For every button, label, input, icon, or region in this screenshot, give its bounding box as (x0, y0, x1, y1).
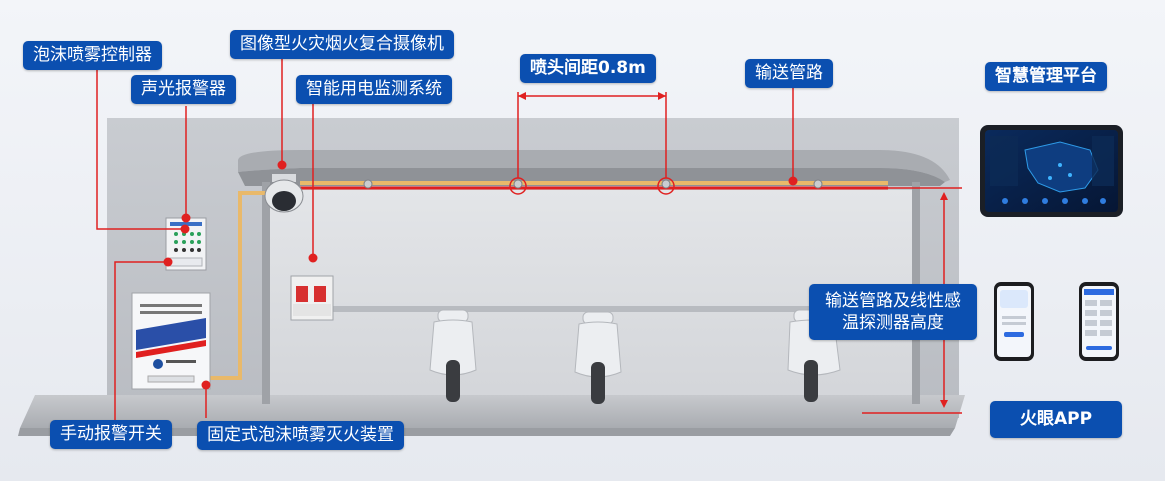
callout-dot (163, 257, 173, 267)
callout-dot (308, 253, 318, 263)
callout-dot (788, 176, 798, 186)
floor (20, 395, 965, 428)
label-camera: 图像型火灾烟火复合摄像机 (230, 30, 454, 59)
callout-dot (180, 224, 190, 234)
scooter-icon (574, 311, 622, 404)
circuit-breaker (290, 275, 334, 321)
canopy-roof (238, 150, 950, 182)
callout-dot (201, 380, 211, 390)
foam-device-cabinet (131, 292, 211, 390)
callout-manual-alarm (114, 261, 168, 430)
nozzle (661, 179, 671, 189)
label-audio-visual-alarm: 声光报警器 (131, 75, 236, 104)
callout-foam-controller (96, 66, 185, 230)
label-app: 火眼APP (990, 401, 1123, 438)
label-foam-controller: 泡沫喷雾控制器 (23, 41, 162, 70)
nozzle (363, 179, 373, 189)
callout-dot (277, 160, 287, 170)
callout-dot (181, 213, 191, 223)
phone-app-icon (1079, 282, 1119, 361)
nozzle (813, 179, 823, 189)
label-pipeline: 输送管路 (745, 59, 833, 88)
shelter-post-left (262, 182, 270, 404)
label-detector-height: 输送管路及线性感温探测器高度 (809, 284, 977, 340)
label-fixed-device: 固定式泡沫喷雾灭火装置 (197, 421, 404, 450)
nozzle (513, 179, 523, 189)
dome-camera-icon (264, 174, 304, 213)
label-manual-alarm: 手动报警开关 (50, 420, 172, 449)
tablet-map-icon (980, 125, 1123, 217)
label-nozzle-spacing: 喷头间距0.8m (520, 54, 656, 83)
scooter-icon (429, 309, 477, 402)
phone-app-icon (994, 282, 1034, 361)
yellow-pipe-vertical (206, 191, 268, 380)
label-smart-power: 智能用电监测系统 (296, 75, 452, 104)
label-platform: 智慧管理平台 (985, 62, 1107, 91)
